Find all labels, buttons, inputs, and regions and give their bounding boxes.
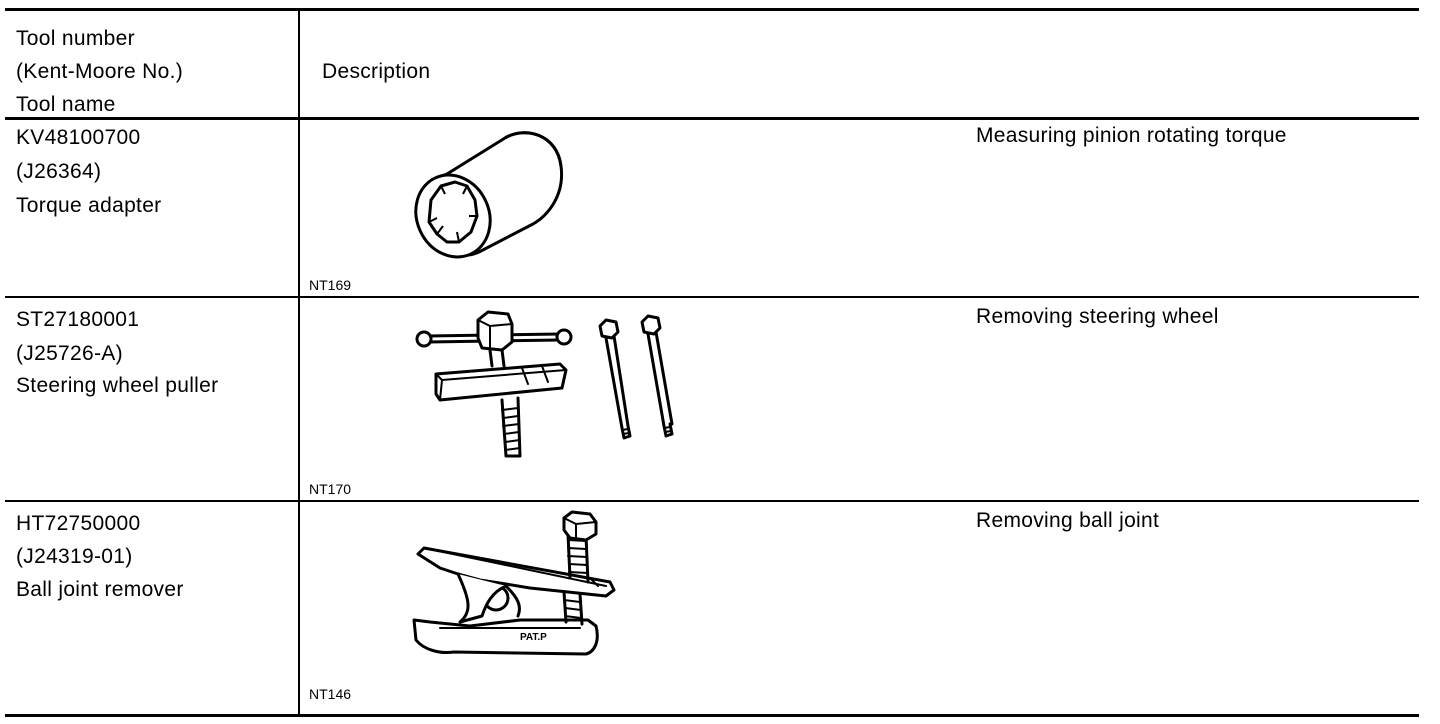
tool-name: Ball joint remover <box>16 578 184 601</box>
tool-name: Torque adapter <box>16 194 162 217</box>
stamp-label: PAT.P <box>520 632 547 643</box>
tool-name: Steering wheel puller <box>16 374 219 397</box>
column-divider <box>298 10 300 716</box>
tool-number: ST27180001 <box>16 308 140 331</box>
tool-number: HT72750000 <box>16 512 141 535</box>
tool-number: KV48100700 <box>16 126 141 149</box>
figure-code: NT169 <box>309 277 352 293</box>
table-bottom-rule <box>5 714 1419 717</box>
header-description: Description <box>322 60 431 83</box>
figure-code: NT170 <box>309 481 352 497</box>
table-top-rule <box>5 8 1419 11</box>
header-tool-number: Tool number <box>16 27 135 50</box>
kent-moore-number: (J26364) <box>16 160 102 183</box>
kent-moore-number: (J24319-01) <box>16 545 133 568</box>
tool-description: Removing steering wheel <box>976 305 1219 328</box>
row-divider <box>5 500 1419 502</box>
steering-wheel-puller-icon <box>415 310 674 458</box>
header-bottom-rule <box>5 117 1419 120</box>
row-divider <box>5 296 1419 298</box>
tool-description: Measuring pinion rotating torque <box>976 124 1287 147</box>
header-tool-name: Tool name <box>16 93 116 116</box>
ball-joint-remover-icon: PAT.P <box>412 510 616 656</box>
figure-code: NT146 <box>309 686 352 702</box>
torque-adapter-icon <box>414 131 564 259</box>
kent-moore-number: (J25726-A) <box>16 342 123 365</box>
tool-description: Removing ball joint <box>976 509 1160 532</box>
header-kent-moore: (Kent-Moore No.) <box>16 60 184 83</box>
